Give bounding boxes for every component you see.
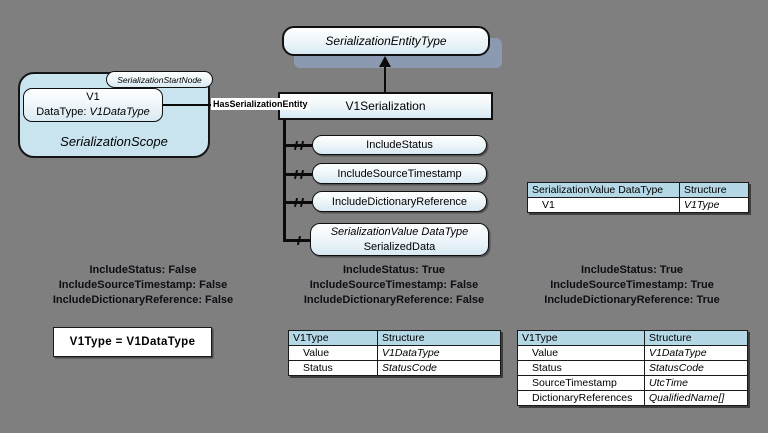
case2-structure-table: V1Type Structure Value V1DataType Status…: [288, 330, 501, 376]
table-header: Structure: [644, 330, 748, 346]
serialization-value-table: SerializationValue DataType Structure V1…: [527, 182, 749, 213]
table-row: Value V1DataType: [517, 345, 748, 361]
entity-type-label: SerializationEntityType: [325, 34, 447, 48]
serialization-start-node-pill: SerializationStartNode: [106, 71, 213, 88]
table-row: Status StatusCode: [288, 360, 501, 376]
annotation-line: IncludeStatus: True: [580, 264, 684, 276]
annotation-line: IncludeDictionaryReference: True: [544, 294, 720, 306]
table-row: SourceTimestamp UtcTime: [517, 375, 748, 391]
subtype-arrow-line: [384, 67, 386, 92]
branch-line-3: [283, 201, 312, 204]
branch-line-4: [283, 239, 310, 242]
table-row: Status StatusCode: [517, 360, 748, 376]
equation-box: V1Type = V1DataType: [53, 327, 212, 357]
branch-line-2: [283, 173, 312, 176]
table-header: SerializationValue DataType: [527, 182, 680, 198]
annotation-line: IncludeStatus: True: [342, 264, 446, 276]
include-status-node: IncludeStatus: [312, 135, 487, 155]
case3-structure-table: V1Type Structure Value V1DataType Status…: [517, 330, 748, 406]
v1-datatype-prefix: DataType:: [36, 106, 90, 118]
case3-annotation: IncludeStatus: True IncludeSourceTimesta…: [526, 263, 738, 308]
table-header: Structure: [679, 182, 749, 198]
annotation-line: IncludeStatus: False: [89, 264, 197, 276]
table-header: V1Type: [288, 330, 378, 346]
v1-serialization-label: V1Serialization: [345, 99, 426, 113]
table-header: Structure: [377, 330, 501, 346]
annotation-line: IncludeSourceTimestamp: False: [309, 279, 479, 291]
component-trunk-line: [283, 120, 286, 241]
table-header-row: SerializationValue DataType Structure: [527, 182, 749, 198]
include-dictionary-reference-node: IncludeDictionaryReference: [312, 191, 487, 212]
has-serialization-entity-label: HasSerializationEntity: [211, 98, 310, 110]
arrow-up-icon: [379, 56, 391, 67]
include-source-timestamp-node: IncludeSourceTimestamp: [312, 163, 487, 184]
serialized-data-node: SerializationValue DataType SerializedDa…: [310, 223, 489, 256]
annotation-line: IncludeSourceTimestamp: False: [58, 279, 228, 291]
v1-variable-node: V1 DataType: V1DataType: [23, 88, 163, 122]
table-header-row: V1Type Structure: [517, 330, 748, 346]
table-header-row: V1Type Structure: [288, 330, 501, 346]
v1-serialization-node: V1Serialization: [278, 92, 493, 120]
entity-type-node: SerializationEntityType: [282, 26, 490, 56]
v1-datatype-value: V1DataType: [89, 106, 150, 118]
v1-variable-name: V1: [86, 91, 100, 103]
annotation-line: IncludeSourceTimestamp: True: [550, 279, 714, 291]
annotation-line: IncludeDictionaryReference: False: [303, 294, 485, 306]
table-row: DictionaryReferences QualifiedName[]: [517, 390, 748, 406]
table-row: V1 V1Type: [527, 197, 749, 213]
case1-annotation: IncludeStatus: False IncludeSourceTimest…: [28, 263, 258, 308]
annotation-line: IncludeDictionaryReference: False: [52, 294, 234, 306]
table-header: V1Type: [517, 330, 645, 346]
serialization-start-node-label: SerializationStartNode: [117, 74, 202, 85]
branch-line-1: [283, 144, 312, 147]
table-row: Value V1DataType: [288, 345, 501, 361]
equation-text: V1Type = V1DataType: [69, 336, 196, 348]
serialization-scope-label: SerializationScope: [60, 134, 168, 149]
case2-annotation: IncludeStatus: True IncludeSourceTimesta…: [288, 263, 500, 308]
